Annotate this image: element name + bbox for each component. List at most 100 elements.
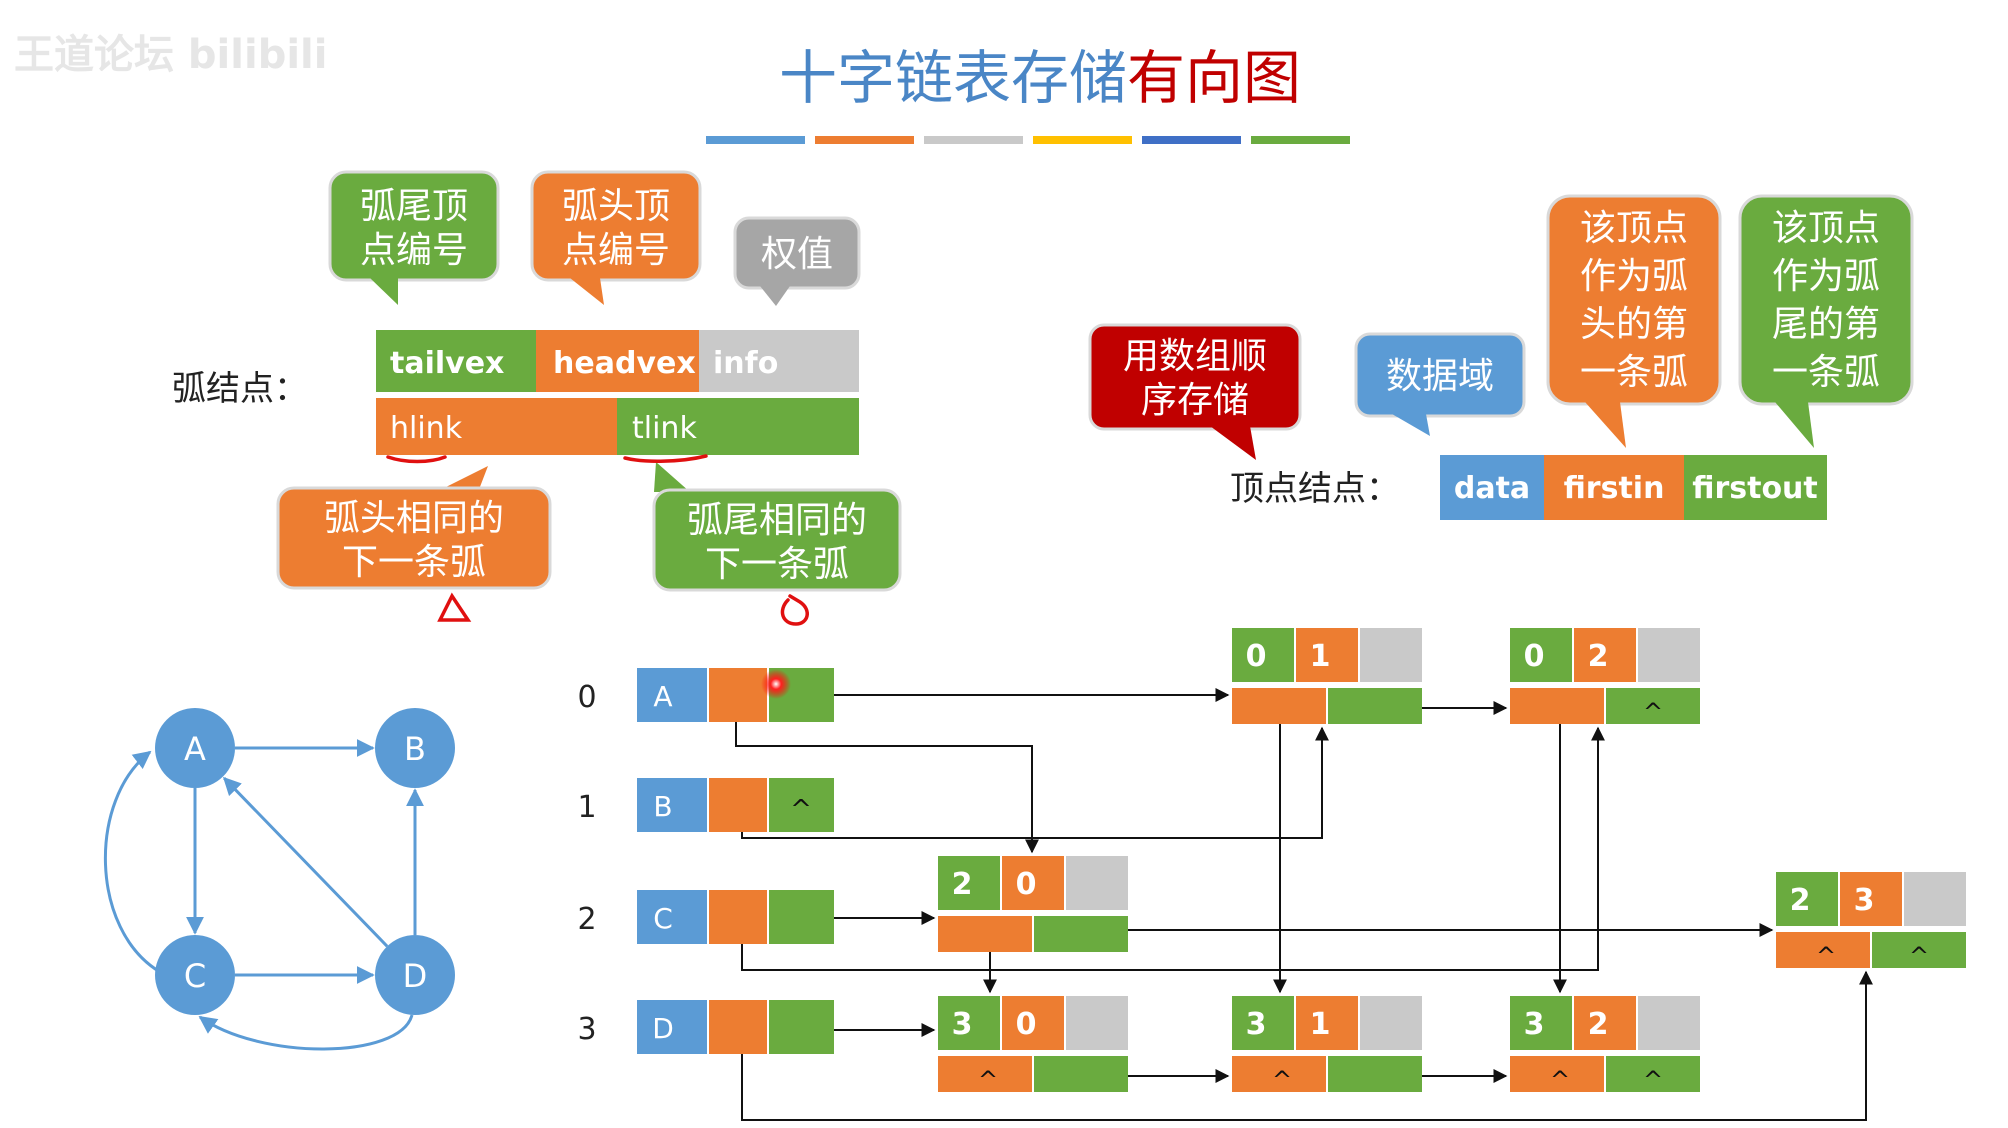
callout-firstout: 该顶点 作为弧 尾的第 一条弧 (1738, 194, 1914, 448)
vertex-index: 3 (577, 1012, 596, 1047)
arc-tail-value: 2 (952, 867, 973, 902)
arc-tail-value: 3 (1524, 1007, 1545, 1042)
arc-tail-cell (1776, 872, 1838, 926)
graph-vertex-label: C (184, 957, 206, 995)
null-marker: ^ (1643, 1066, 1663, 1094)
arc-tail-cell (938, 856, 1000, 910)
arc-hlink-cell (938, 916, 1032, 952)
graph-vertex-c: C (155, 935, 235, 1015)
arc-hlink-cell (1510, 1056, 1604, 1092)
arc-head-cell (1296, 628, 1358, 682)
callout-firstin-line4: 一条弧 (1580, 352, 1688, 393)
arc-head-value: 3 (1854, 883, 1875, 918)
callout-head-vertex: 弧头顶 点编号 (530, 170, 702, 305)
arc-tlink-cell (1328, 1056, 1422, 1092)
title-part2: 有向图 (1127, 44, 1301, 112)
null-marker: ^ (1550, 1066, 1570, 1094)
vertex-firstout-cell (769, 890, 834, 944)
graph-vertex-label: D (403, 957, 428, 995)
arc-info-cell (1638, 628, 1700, 682)
graph-vertex-b: B (375, 708, 455, 788)
callout-tail-vertex: 弧尾顶 点编号 (328, 170, 500, 305)
callout-head-line1: 弧头顶 (562, 186, 670, 227)
title-bar-segment (815, 136, 914, 144)
arc-head-cell (1296, 996, 1358, 1050)
info-cell (699, 330, 859, 392)
arc-head-value: 0 (1016, 867, 1037, 902)
firstout-text: firstout (1692, 471, 1818, 506)
arc-tail-value: 3 (952, 1007, 973, 1042)
callout-weight-text: 权值 (761, 234, 833, 275)
tailvex-cell (376, 330, 536, 392)
vertex-data-cell (637, 890, 707, 944)
arc-tail-cell (1232, 996, 1294, 1050)
arc-hlink-cell (938, 1056, 1032, 1092)
vertex-index: 1 (577, 790, 596, 825)
callout-tlink-line2: 下一条弧 (705, 544, 849, 585)
arc-tail-value: 0 (1246, 639, 1267, 674)
vertex-name: D (652, 1012, 674, 1045)
arc-head-value: 2 (1588, 639, 1609, 674)
arc-node-label: 弧结点： (172, 369, 308, 409)
arc-tail-value: 0 (1524, 639, 1545, 674)
firstin-cell (1544, 455, 1684, 520)
arc-tail-cell (938, 996, 1000, 1050)
vertex-data-cell (637, 778, 707, 832)
arc-tlink-cell (1034, 916, 1128, 952)
arc-head-value: 1 (1310, 639, 1331, 674)
vertex-firstout-cell (769, 778, 834, 832)
callout-firstin-line2: 作为弧 (1580, 256, 1688, 297)
vertex-data-cell (637, 668, 707, 722)
data-cell (1440, 455, 1544, 520)
callout-tail-line1: 弧尾顶 (360, 186, 468, 227)
arc-head-cell (1574, 628, 1636, 682)
vertex-firstout-cell (769, 1000, 834, 1054)
watermark: 王道论坛 bilibili (14, 32, 327, 78)
callout-weight: 权值 (733, 216, 861, 306)
title-bar-segment (1142, 136, 1241, 144)
arc-tail-value: 2 (1790, 883, 1811, 918)
arc-tail-cell (1510, 996, 1572, 1050)
firstout-cell (1684, 455, 1827, 520)
arc-hlink-cell (1776, 932, 1870, 968)
info-text: info (713, 346, 778, 381)
arc-hlink-cell (1232, 688, 1326, 724)
arc-info-cell (1638, 996, 1700, 1050)
title-bar-segment (924, 136, 1023, 144)
arc-info-cell (1066, 856, 1128, 910)
graph-vertices: A B C D (155, 708, 455, 1015)
link-c-firstin (741, 726, 1605, 971)
arc-node-format: tailvex headvex info hlink tlink (376, 330, 859, 455)
page-title: 十字链表存储有向图 (779, 44, 1301, 112)
arc-head-value: 2 (1588, 1007, 1609, 1042)
vertex-name: B (653, 790, 672, 823)
callout-firstin-line1: 该顶点 (1580, 208, 1688, 249)
arc-head-cell (1002, 856, 1064, 910)
callout-hlink-line2: 下一条弧 (342, 542, 486, 583)
vertex-name: C (653, 902, 673, 935)
title-bar-segment (1033, 136, 1132, 144)
arc-tlink-cell (1606, 1056, 1700, 1092)
vertex-firstin-cell (709, 890, 767, 944)
title-color-bar (706, 136, 1350, 144)
graph-vertex-label: A (184, 730, 206, 768)
title-bar-segment (706, 136, 805, 144)
arc-tail-cell (1510, 628, 1572, 682)
callout-array-line2: 序存储 (1141, 380, 1249, 421)
data-text: data (1454, 471, 1530, 506)
title-bar-segment (1251, 136, 1350, 144)
vertex-data-cell (637, 1000, 707, 1054)
arc-head-cell (1840, 872, 1902, 926)
callout-tlink: 弧尾相同的 下一条弧 (652, 462, 902, 592)
vertex-firstin-cell (709, 1000, 767, 1054)
tlink-text: tlink (632, 411, 697, 446)
callout-data-text: 数据域 (1386, 356, 1494, 397)
arc-tail-cell (1232, 628, 1294, 682)
